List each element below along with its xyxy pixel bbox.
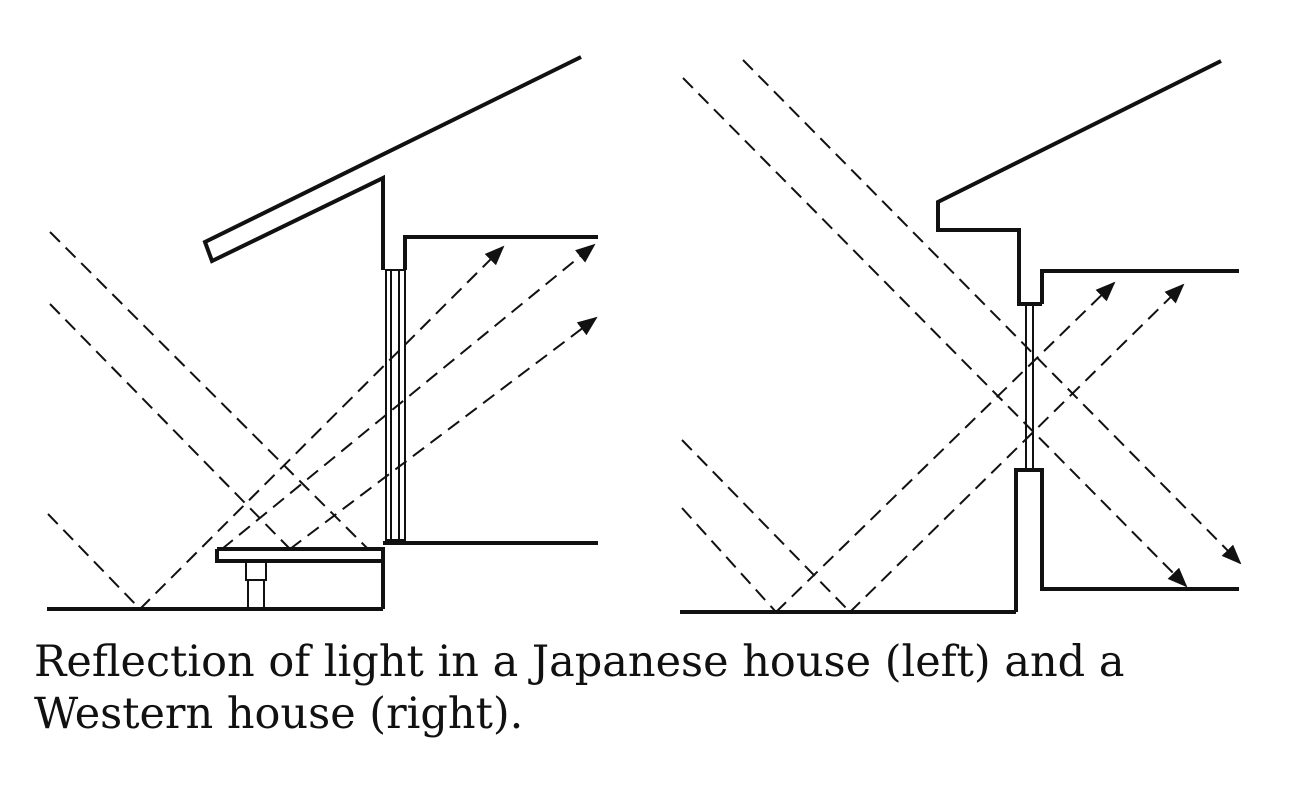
western-roof-eave: [936, 59, 1222, 306]
western-incoming-rays: [681, 439, 851, 613]
western-glass-window: [1025, 304, 1034, 470]
japanese-interior-ceiling: [403, 235, 598, 270]
japanese-house-section: [47, 55, 598, 611]
japanese-incoming-rays: [47, 231, 369, 610]
japanese-reflected-rays: [139, 243, 598, 610]
western-house-section: [680, 59, 1242, 614]
figure-caption: Reflection of light in a Japanese house …: [34, 637, 1125, 739]
japanese-veranda-floor: [215, 547, 385, 609]
western-lower-wall: [1014, 468, 1239, 612]
western-interior-ceiling: [1040, 269, 1239, 304]
japanese-floor-support: [245, 561, 267, 609]
western-reflected-rays: [775, 281, 1185, 613]
japanese-roof-eave: [202, 55, 582, 270]
western-transmitted-rays: [682, 59, 1242, 588]
japanese-shoji-screen: [385, 269, 406, 541]
